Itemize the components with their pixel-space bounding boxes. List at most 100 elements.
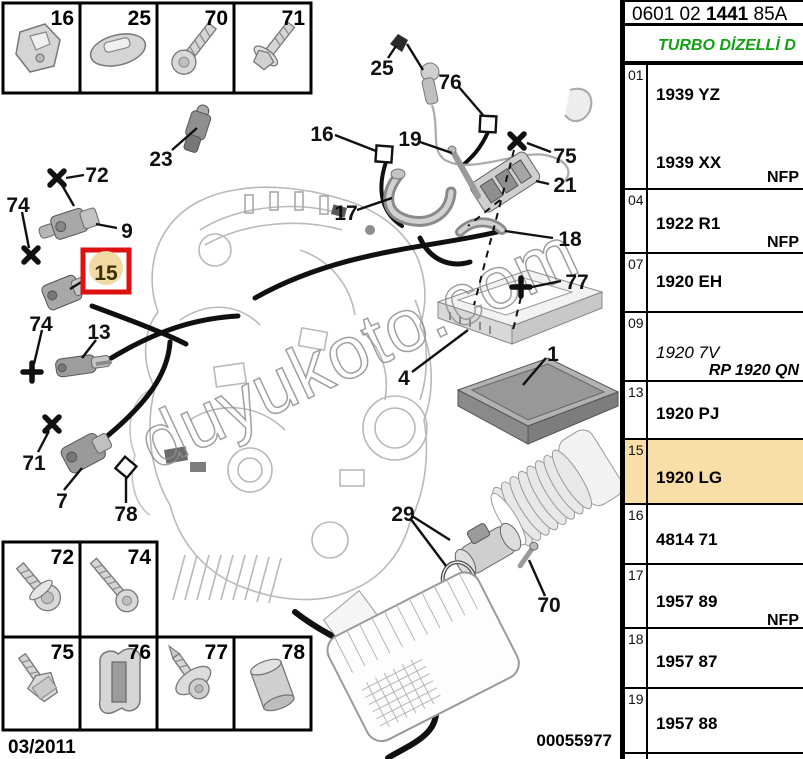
highlight-box-15[interactable]: 15 [80,247,132,295]
callout-23[interactable]: 23 [149,148,172,171]
row-index: 16 [625,505,648,563]
table-row-15-selected[interactable]: 15 1920 LG [625,440,803,505]
row-index: 07 [625,254,648,311]
availability-note: NFP [767,169,799,186]
legend-cell-72[interactable]: 72 [1,540,82,639]
revision-date: 03/2011 [8,737,76,758]
legend-top-grid: 16 25 70 [1,1,313,95]
table-row-19[interactable]: 19 1957 88 [625,689,803,754]
callout-70[interactable]: 70 [537,594,560,617]
callout-1[interactable]: 1 [547,343,559,366]
callout-16[interactable]: 16 [310,123,333,146]
table-row-13[interactable]: 13 1920 PJ [625,382,803,440]
callout-25[interactable]: 25 [370,57,394,80]
legend-cell-16[interactable]: 16 [1,1,82,95]
ref-suffix: 85A [753,4,788,25]
part-code: 1922 R1 [656,214,721,233]
svg-text:74: 74 [128,546,152,569]
callout-18[interactable]: 18 [558,228,582,251]
fastener-symbols [23,114,530,480]
callout-75[interactable]: 75 [553,145,577,168]
callout-13[interactable]: 13 [87,321,110,344]
leader-lines [20,43,562,597]
ref-prefix: 0601 02 [632,4,701,25]
svg-text:25: 25 [128,7,152,30]
part-hose-18 [455,217,507,237]
table-row-18[interactable]: 18 1957 87 [625,629,803,689]
table-row-09[interactable]: 09 1920 7V RP 1920 QN [625,313,803,382]
part-code: 1920 7V [656,343,720,362]
legend-bottom-grid: 72 74 75 [1,540,313,732]
substitute-part-code: RP 1920 QN [708,362,799,379]
clip-25 [390,34,408,52]
callout-74b[interactable]: 74 [29,313,53,336]
availability-note: NFP [767,612,799,629]
part-sensor-13 [55,354,112,378]
table-row-16[interactable]: 16 4814 71 [625,505,803,565]
row-index: 15 [625,440,648,503]
callout-21[interactable]: 21 [553,174,577,197]
row-index: 09 [625,313,648,380]
svg-text:75: 75 [51,641,75,664]
part-sensor-9 [38,207,100,240]
legend-cell-77[interactable]: 77 [153,635,236,732]
svg-text:78: 78 [282,641,306,664]
callout-76[interactable]: 76 [438,71,461,94]
part-code: 1920 PJ [656,404,720,423]
svg-text:16: 16 [51,7,74,30]
legend-cell-71[interactable]: 71 [232,1,313,95]
legend-cell-74[interactable]: 74 [78,540,159,639]
callout-17[interactable]: 17 [334,202,357,225]
part-air-filter-box [322,571,520,743]
callout-72[interactable]: 72 [85,164,108,187]
part-code: 1920 EH [656,272,723,291]
callout-labels: 23 72 74 9 74 13 71 7 78 25 16 19 76 75 … [6,57,588,617]
callout-71[interactable]: 71 [22,452,46,475]
svg-text:76: 76 [128,641,151,664]
legend-cell-70[interactable]: 70 [155,1,236,95]
part-ecu-1 [456,357,620,445]
legend-cell-25[interactable]: 25 [78,1,159,95]
callout-78[interactable]: 78 [114,503,138,526]
row-index: 01 [625,65,648,188]
svg-text:72: 72 [51,546,74,569]
svg-text:70: 70 [205,7,228,30]
row-index: 19 [625,689,648,752]
svg-text:77: 77 [205,641,228,664]
table-row-partial [625,754,803,759]
row-index: 17 [625,565,648,627]
watermark: duyukoto.com [127,210,590,485]
callout-4[interactable]: 4 [398,367,410,390]
part-code: 1920 LG [656,468,723,487]
section-title: TURBO DİZELLİ D [625,26,803,65]
table-row-07[interactable]: 07 1920 EH [625,254,803,313]
legend-cell-76[interactable]: 76 [78,635,159,732]
callout-19[interactable]: 19 [398,128,421,151]
part-sensor-7 [60,433,113,474]
part-code: 4814 71 [656,530,718,549]
legend-cell-78[interactable]: 78 [232,635,313,732]
callout-7[interactable]: 7 [56,490,68,513]
part-intake-duct [490,429,620,547]
square-marker-16 [374,144,394,164]
table-row-01[interactable]: 01 1939 YZ 1939 XX NFP [625,65,803,190]
row-index: 04 [625,190,648,252]
part-code: 1957 89 [656,592,718,611]
ref-page: 1441 [705,4,749,25]
part-code: 1957 88 [656,714,718,733]
callout-77[interactable]: 77 [565,271,588,294]
callout-29[interactable]: 29 [391,503,414,526]
diamond-marker-78 [113,455,139,480]
document-number: 00055977 [536,731,612,750]
callout-9[interactable]: 9 [121,220,133,243]
table-row-17[interactable]: 17 1957 89 NFP [625,565,803,629]
legend-cell-75[interactable]: 75 [1,635,82,732]
table-row-04[interactable]: 04 1922 R1 NFP [625,190,803,254]
callout-74a[interactable]: 74 [6,194,30,217]
part-plug-23 [183,104,212,153]
svg-text:71: 71 [282,7,306,30]
part-lambda-sensor-25 [390,34,593,186]
row-index [625,754,648,759]
engine-illustration [129,186,433,604]
